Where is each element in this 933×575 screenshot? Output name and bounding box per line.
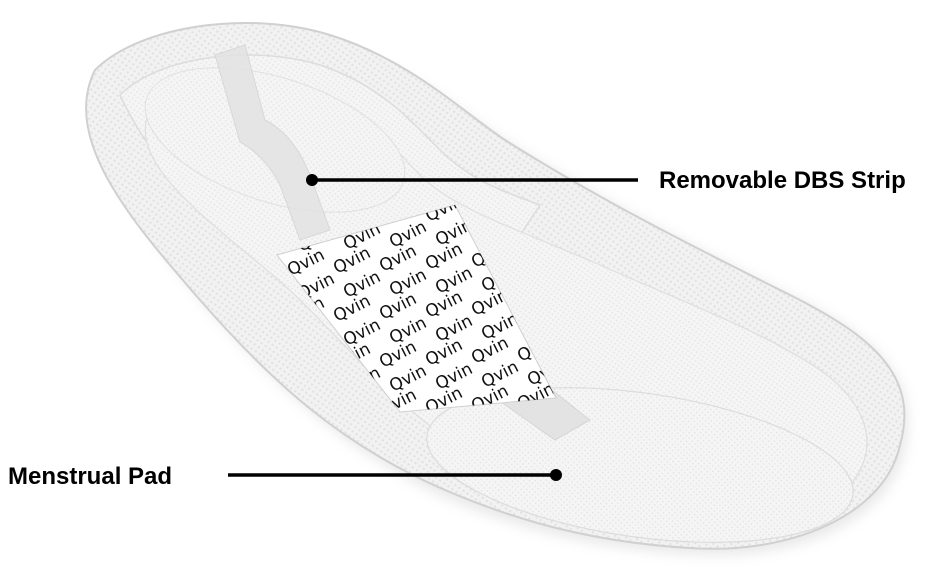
brand-wordmark-repeat: Qvin (248, 415, 292, 451)
pad-callout-label: Menstrual Pad (8, 463, 172, 490)
brand-wordmark-repeat: Qvin (238, 391, 282, 427)
brand-wordmark-repeat: Qvin (294, 461, 338, 497)
pad-leader-dot-icon (550, 469, 562, 481)
brand-wordmark-repeat: Qvin (248, 463, 292, 499)
strip-callout-label: Removable DBS Strip (659, 167, 906, 194)
brand-wordmark-repeat: Qvin (284, 437, 328, 473)
strip-leader-dot-icon (306, 174, 318, 186)
brand-wordmark-repeat: Qvin (238, 439, 282, 475)
